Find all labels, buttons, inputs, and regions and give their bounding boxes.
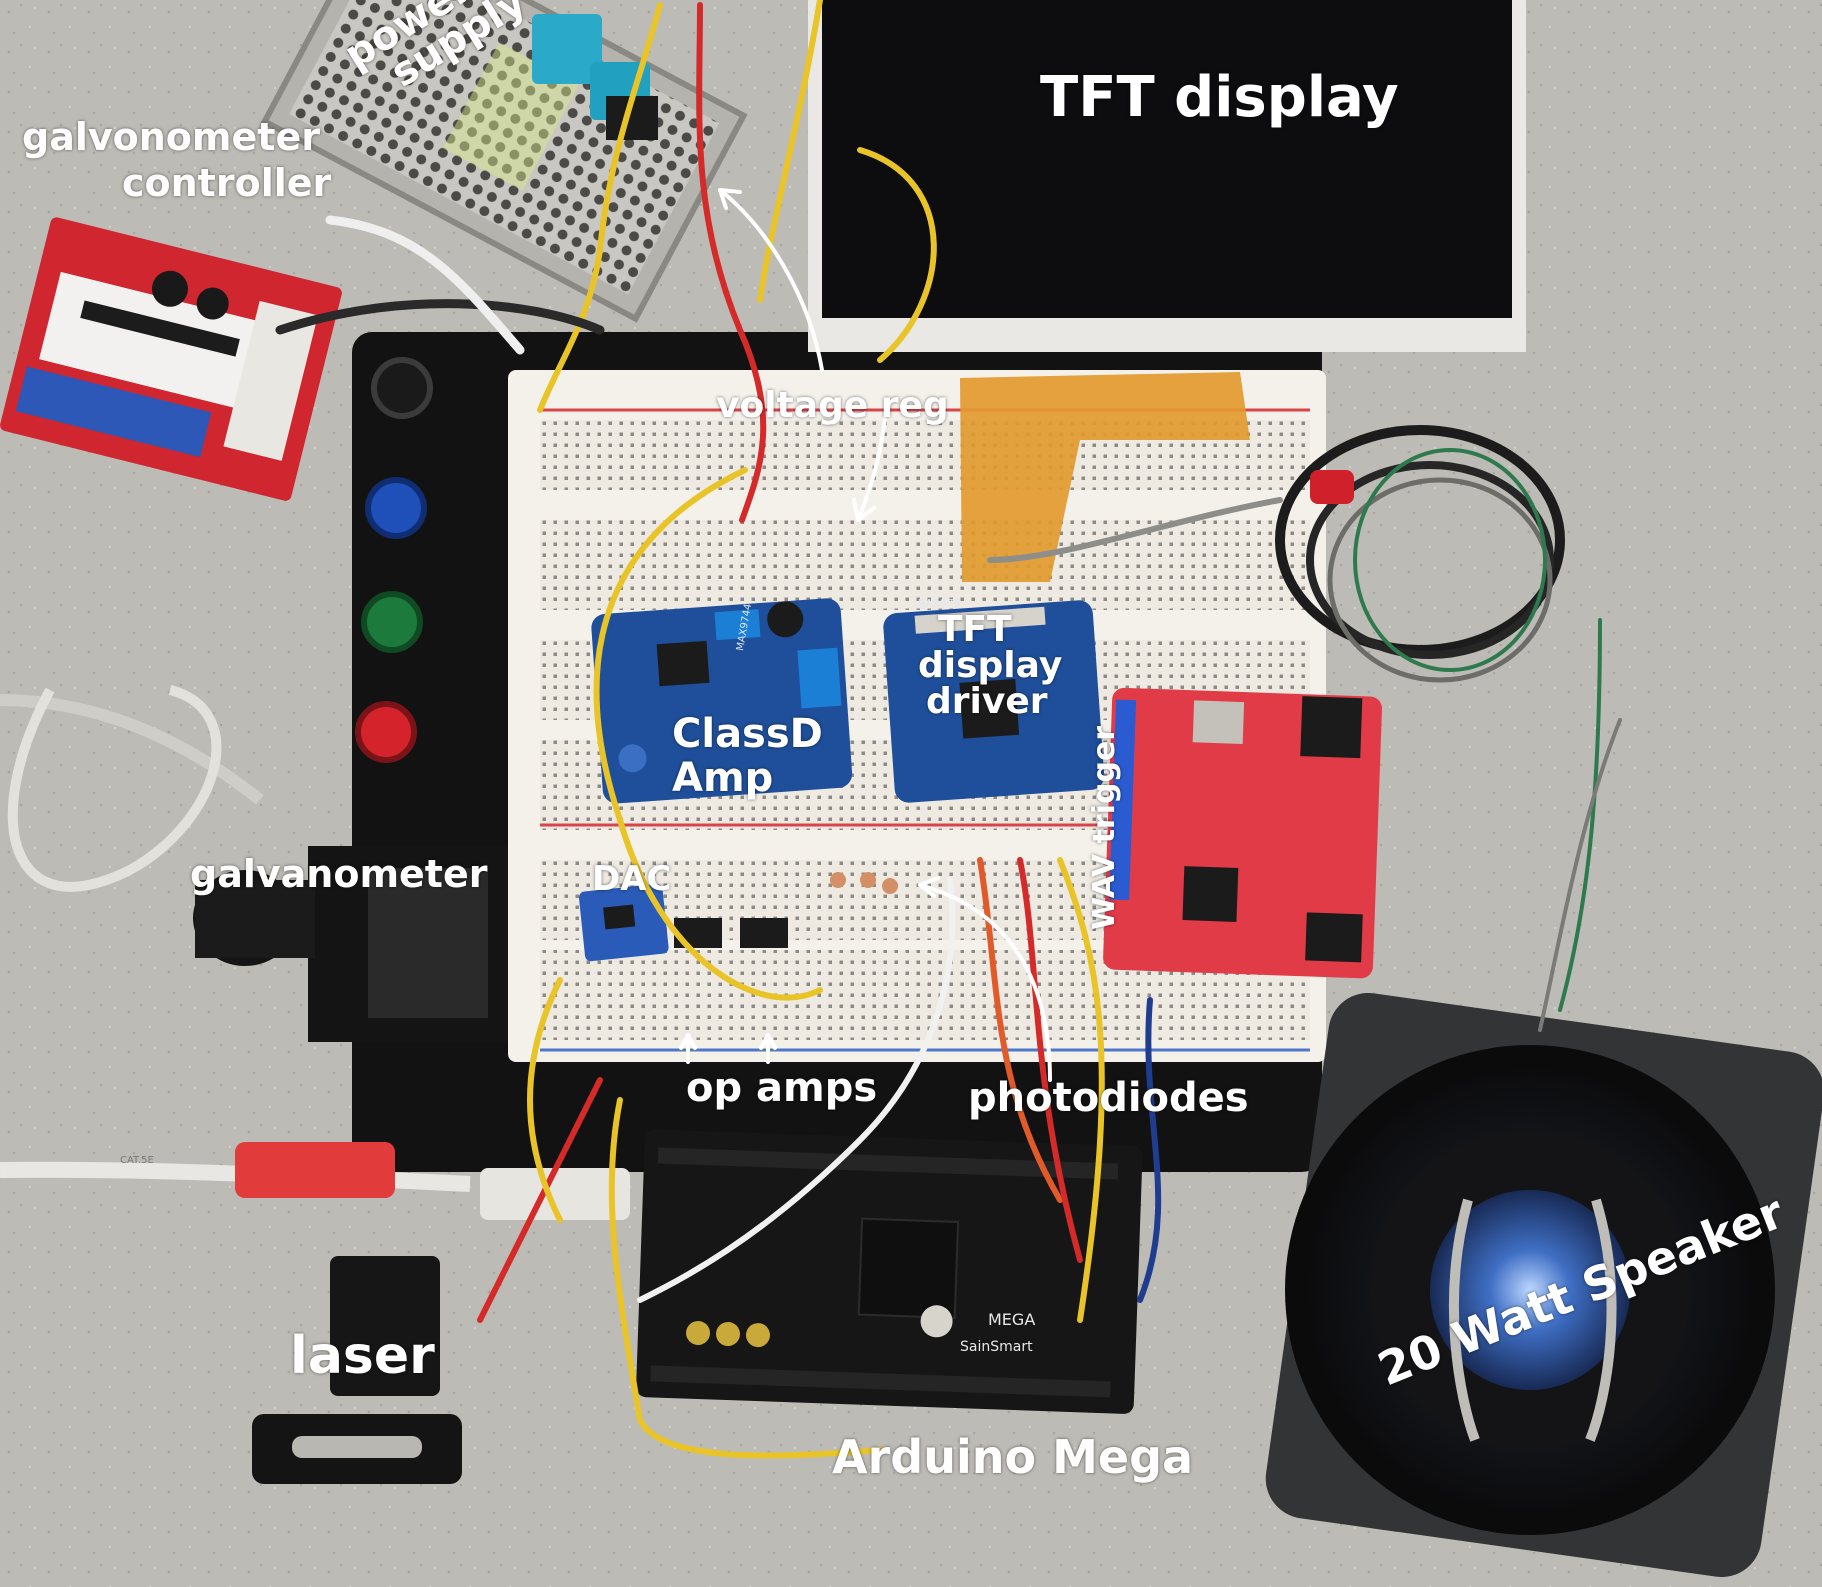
- usb-cable-marking: CAT.5E: [120, 1155, 154, 1166]
- label-tft-display-driver-line-2: display: [918, 645, 1063, 686]
- wav-trigger-board: [1103, 687, 1382, 979]
- label-galvanometer: galvanometer: [190, 852, 488, 896]
- label-dac: DAC: [592, 859, 672, 899]
- galvanometer-controller: [0, 217, 342, 501]
- label-tft-display-driver-line-1: TFT: [938, 609, 1012, 650]
- arduino-brand-marking: SainSmart: [960, 1339, 1033, 1355]
- speaker: [1265, 992, 1822, 1578]
- label-tft-display: TFT display: [1040, 65, 1399, 130]
- label-class-d-amp-line-2: Amp: [672, 755, 774, 801]
- annotation-arrows: [679, 188, 1052, 1082]
- tft-display: [808, 0, 1526, 352]
- label-voltage-reg: voltage reg: [716, 385, 949, 426]
- label-galvanometer-controller: galvonometer controller: [22, 118, 331, 202]
- label-class-d-amp-line-1: ClassD: [672, 711, 823, 757]
- coiled-cables: [1275, 425, 1565, 683]
- label-arduino-mega: Arduino Mega: [832, 1430, 1194, 1484]
- label-wav-trigger: WAV trigger: [1087, 725, 1122, 930]
- label-galvanometer-controller-line-2: controller: [122, 161, 332, 205]
- op-amp-chip: [740, 918, 788, 948]
- label-tft-display-driver: TFT display driver: [918, 612, 1062, 720]
- label-laser: laser: [290, 1326, 435, 1386]
- power-supply: [260, 0, 748, 323]
- photodiodes: [830, 872, 898, 894]
- label-photodiodes: photodiodes: [968, 1075, 1249, 1121]
- tft-display-driver-board: [883, 600, 1105, 803]
- usb-cable: [0, 685, 630, 1220]
- label-tft-display-driver-line-3: driver: [926, 681, 1048, 722]
- dac-board: [578, 883, 669, 962]
- label-class-d-amp: ClassD Amp: [672, 714, 823, 798]
- driver-chip-marking: RA8875: [918, 597, 961, 610]
- jumper-wires: [275, 0, 1622, 1459]
- op-amp-chip: [674, 918, 722, 948]
- display-flex-cable: [960, 372, 1250, 582]
- label-galvanometer-controller-line-1: galvonometer: [22, 115, 320, 159]
- label-op-amps: op amps: [686, 1065, 878, 1111]
- binding-posts: [355, 357, 433, 763]
- arduino-model-marking: MEGA: [988, 1310, 1036, 1329]
- arduino-mega-board: [636, 1129, 1143, 1414]
- class-d-amp-board: [591, 598, 853, 804]
- laser-module: [252, 1256, 462, 1484]
- galvanometer: [193, 846, 508, 1042]
